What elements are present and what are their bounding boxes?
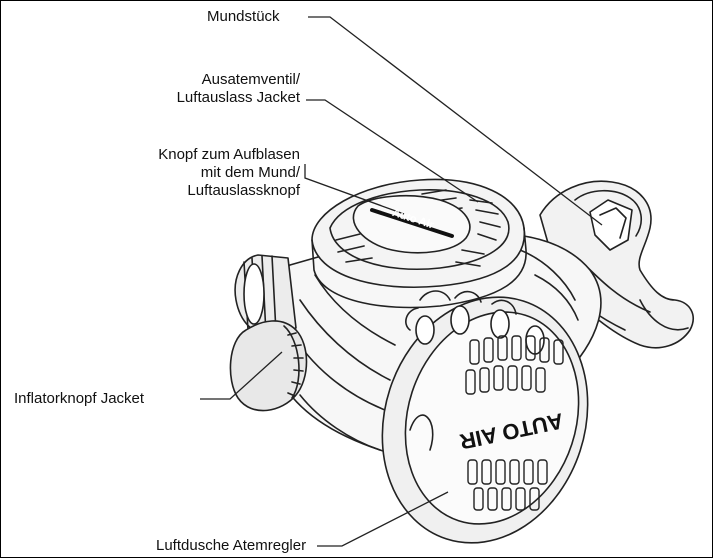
label-mouthpiece: Mundstück (207, 8, 280, 26)
label-exhaust-valve: Ausatemventil/ Luftauslass Jacket (88, 71, 300, 107)
label-exhaust-line1: Ausatemventil/ (88, 71, 300, 89)
label-oral-inflate-button: Knopf zum Aufblasen mit dem Mund/ Luftau… (70, 146, 300, 200)
label-button-line3: Luftauslassknopf (70, 182, 300, 200)
label-button-line2: mit dem Mund/ (70, 164, 300, 182)
label-button-line1: Knopf zum Aufblasen (70, 146, 300, 164)
inflator-knob-part (230, 321, 306, 411)
label-exhaust-line2: Luftauslass Jacket (88, 89, 300, 107)
label-inflator-knob: Inflatorknopf Jacket (14, 390, 144, 408)
label-purge: Luftdusche Atemregler (156, 537, 306, 555)
